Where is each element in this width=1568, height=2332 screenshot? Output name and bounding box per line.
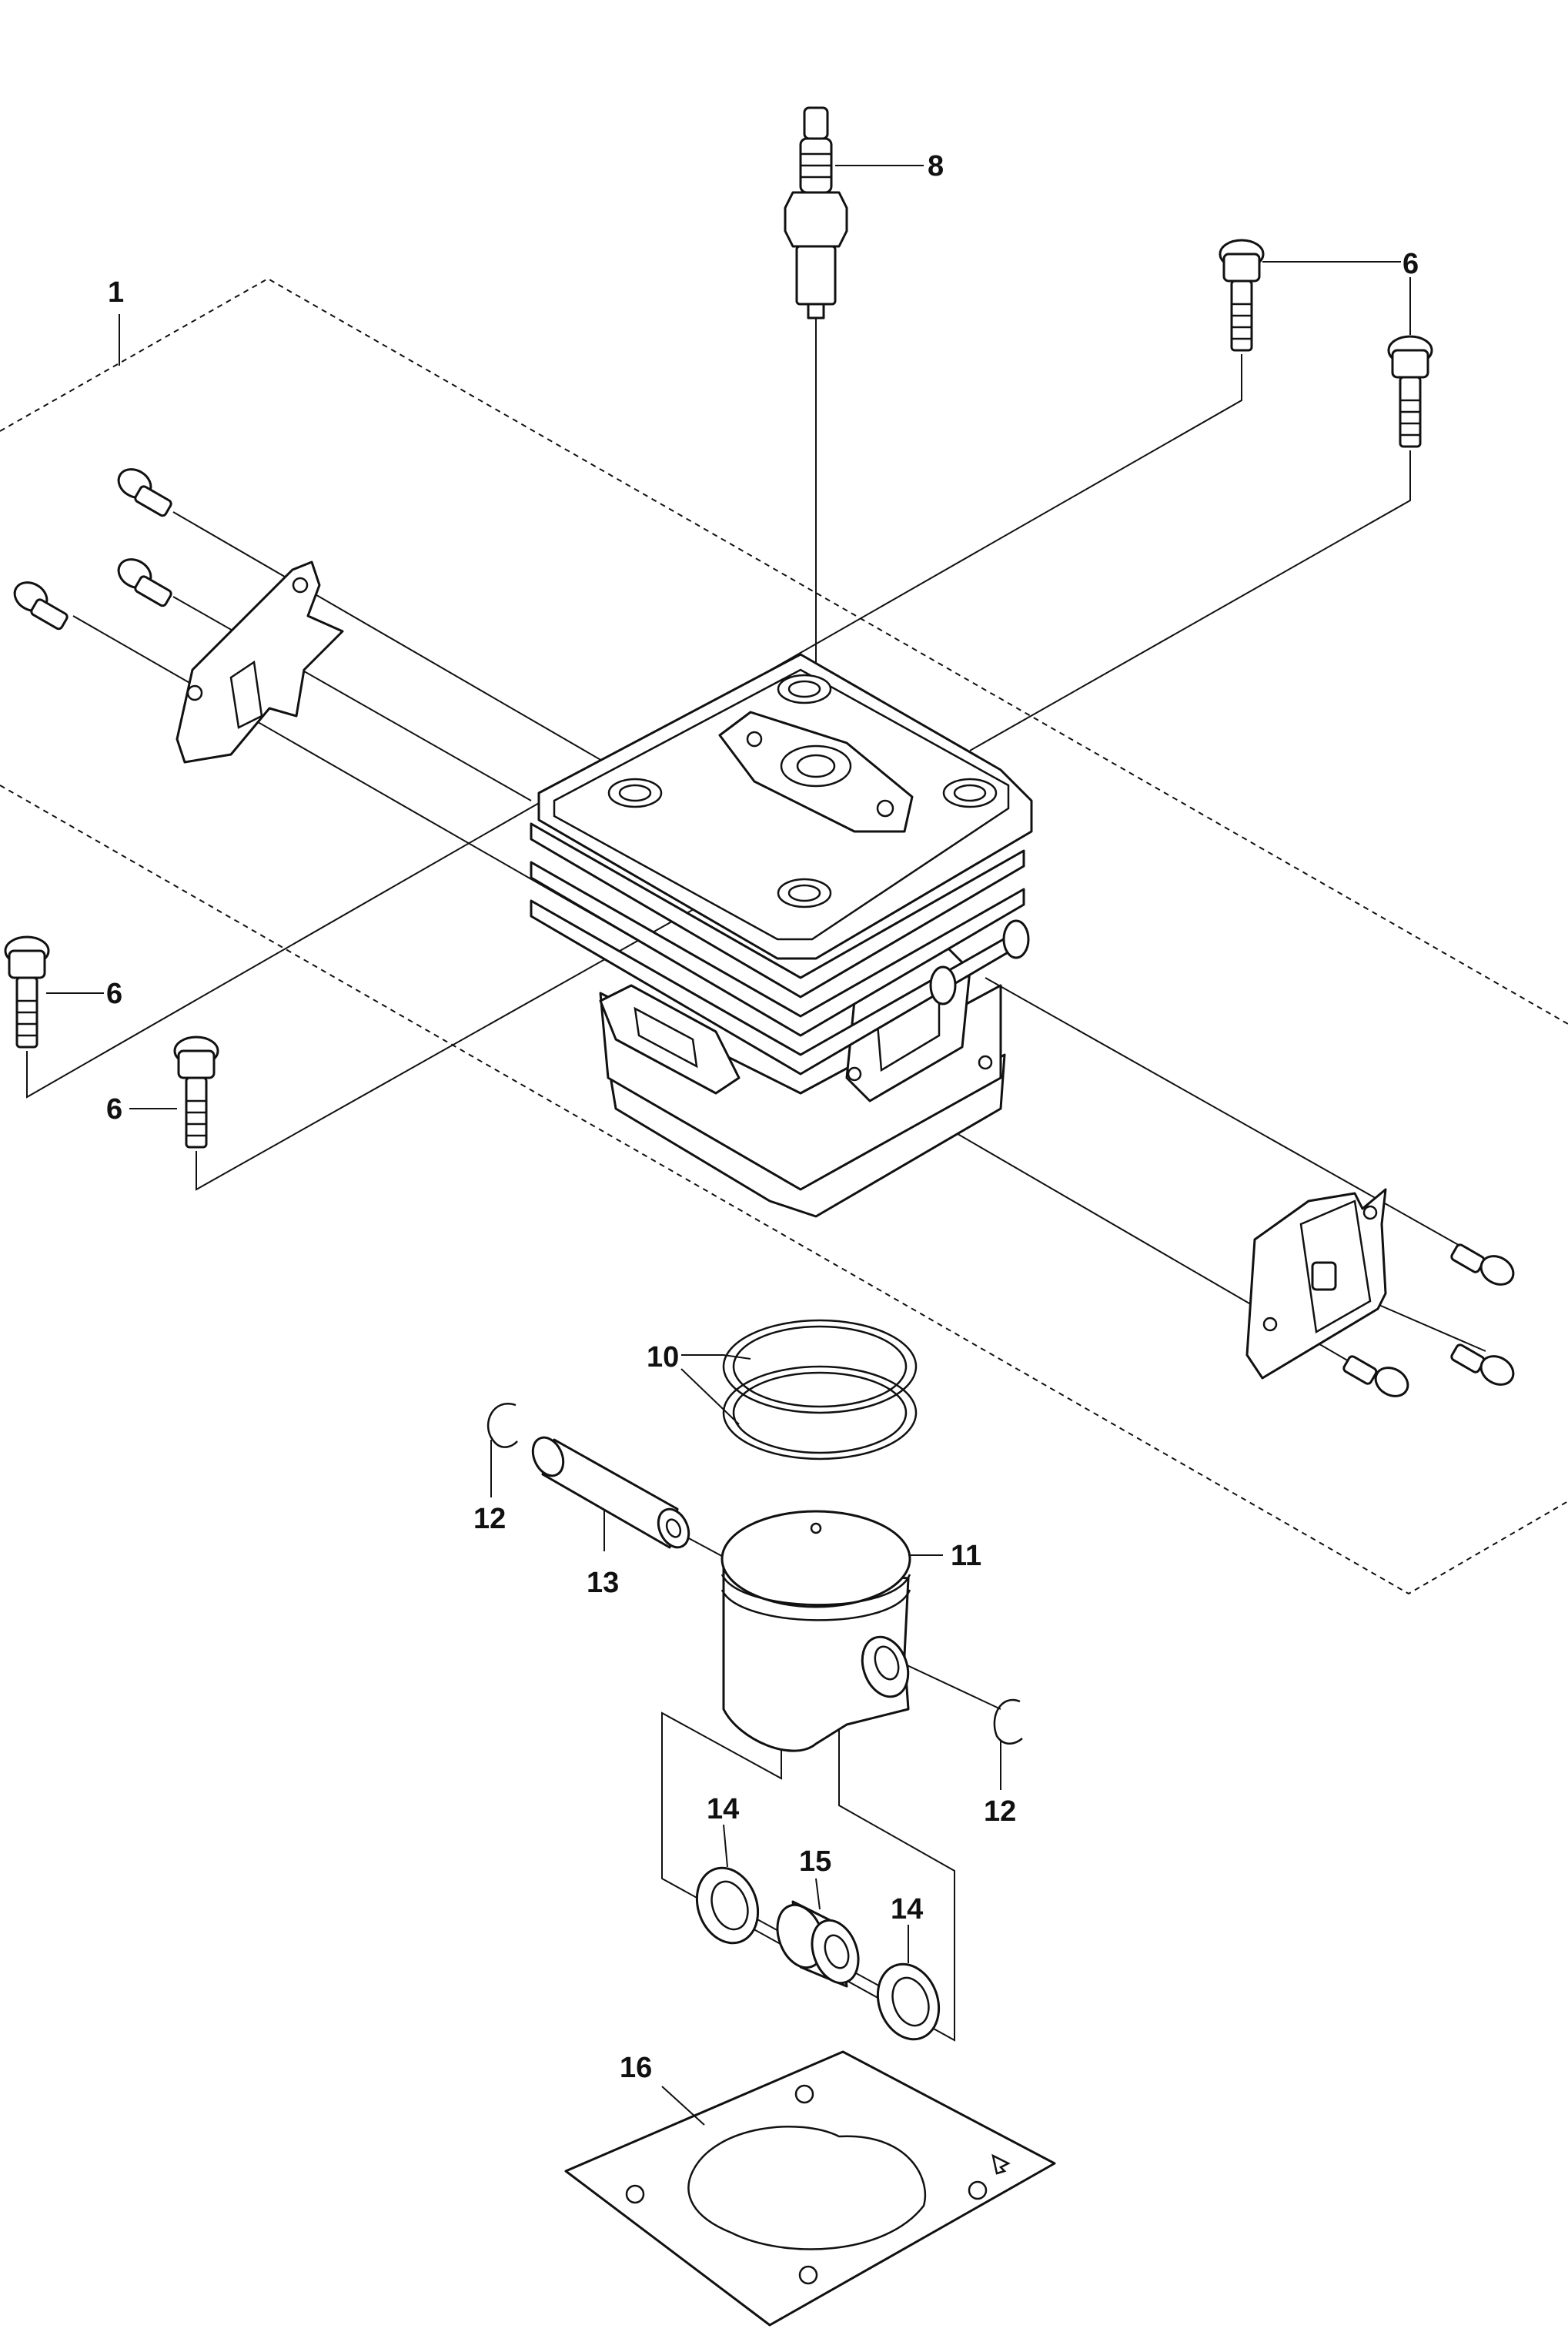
base-gasket [564, 2050, 1056, 2327]
needle-bearing [776, 1900, 860, 1988]
piston-pin [531, 1436, 690, 1549]
callout-10: 10 [647, 1341, 679, 1373]
callout-16: 16 [620, 2052, 652, 2084]
screw-right-2 [1450, 1343, 1515, 1386]
bolt-top-right-2 [1387, 335, 1433, 448]
callout-12: 12 [984, 1795, 1016, 1828]
spark-plug [784, 106, 848, 320]
callout-1: 1 [108, 276, 124, 309]
washer-left [695, 1866, 760, 1945]
callout-12: 12 [473, 1503, 506, 1535]
callout-15: 15 [799, 1845, 831, 1878]
cylinder [530, 653, 1033, 1218]
screw-right-1 [1450, 1243, 1515, 1286]
screw-left-1 [117, 468, 172, 517]
callout-6: 6 [106, 978, 122, 1010]
circlip-right [993, 1698, 1023, 1745]
callout-13: 13 [587, 1567, 619, 1599]
screw-left-3 [13, 581, 69, 631]
intake-flange [1245, 1188, 1387, 1380]
screw-right-3 [1342, 1355, 1409, 1397]
callout-8: 8 [928, 150, 944, 182]
callout-14: 14 [707, 1793, 739, 1825]
callout-14: 14 [891, 1893, 923, 1925]
bolt-left-lower-1 [4, 935, 50, 1049]
bolt-top-right-1 [1219, 239, 1265, 352]
washer-right [876, 1962, 941, 2041]
callout-leaders [46, 165, 1411, 2126]
piston [720, 1510, 911, 1752]
circlip-left [486, 1403, 518, 1448]
callout-6: 6 [106, 1093, 122, 1126]
bolt-left-lower-2 [173, 1036, 219, 1149]
left-flange [176, 560, 344, 764]
screw-left-2 [117, 558, 172, 607]
callout-6: 6 [1403, 248, 1419, 280]
kit-boundary-dashed [0, 277, 1568, 1595]
piston-rings [722, 1319, 918, 1460]
callout-labels: 1 8 6 6 6 6 10 11 12 12 13 14 14 15 16 [106, 150, 1419, 2084]
callout-11: 11 [951, 1540, 981, 1572]
